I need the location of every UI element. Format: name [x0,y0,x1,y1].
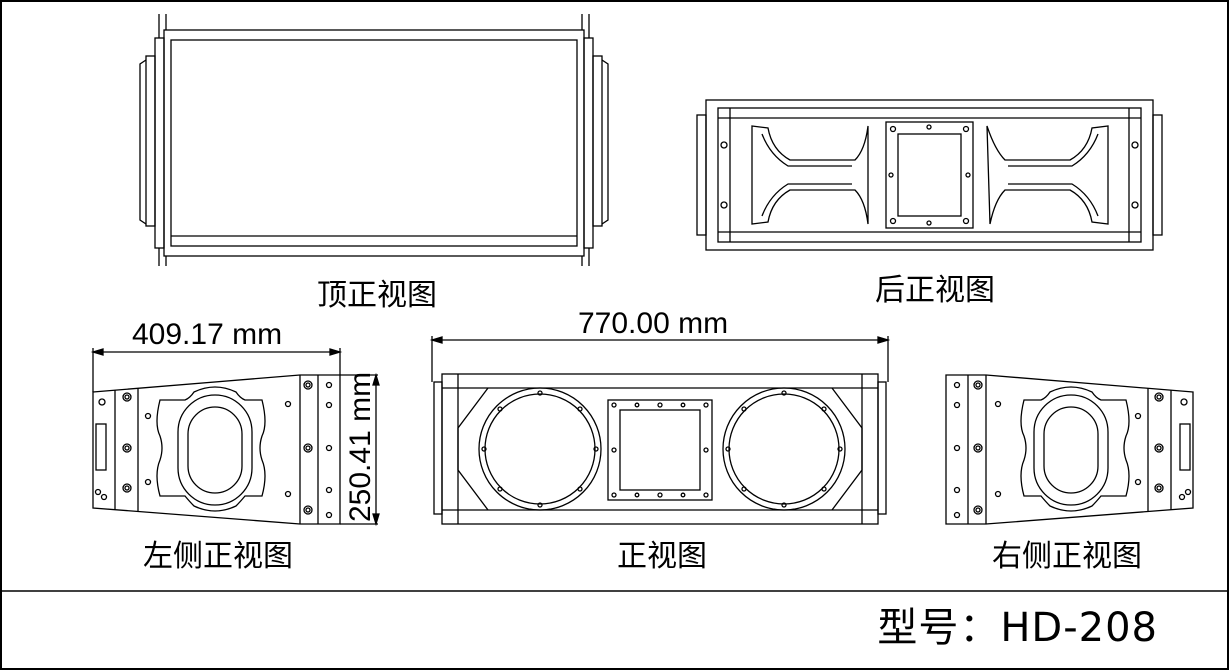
left-side-view-drawing [92,374,341,525]
front-view-drawing [433,373,887,525]
right-side-view-drawing [945,374,1194,525]
depth-dimension [90,348,343,392]
width-dimension [429,336,891,382]
height-dimension-label: 250.41 mm [344,371,377,522]
height-dimension [340,372,380,527]
model-value: HD-208 [1000,605,1158,651]
rear-view-drawing [696,99,1163,251]
front-view-label: 正视图 [617,539,707,574]
depth-dimension-label: 409.17 mm [132,318,283,351]
width-dimension-label: 770.00 mm [578,307,729,340]
top-view-drawing [139,14,609,266]
right-side-view-label: 右侧正视图 [992,539,1142,574]
top-view-label: 顶正视图 [317,278,437,313]
left-side-view-label: 左侧正视图 [143,539,293,574]
rear-view-label: 后正视图 [875,273,995,308]
model-number: 型号：HD-208 [877,608,1158,648]
model-label: 型号： [877,605,1001,651]
